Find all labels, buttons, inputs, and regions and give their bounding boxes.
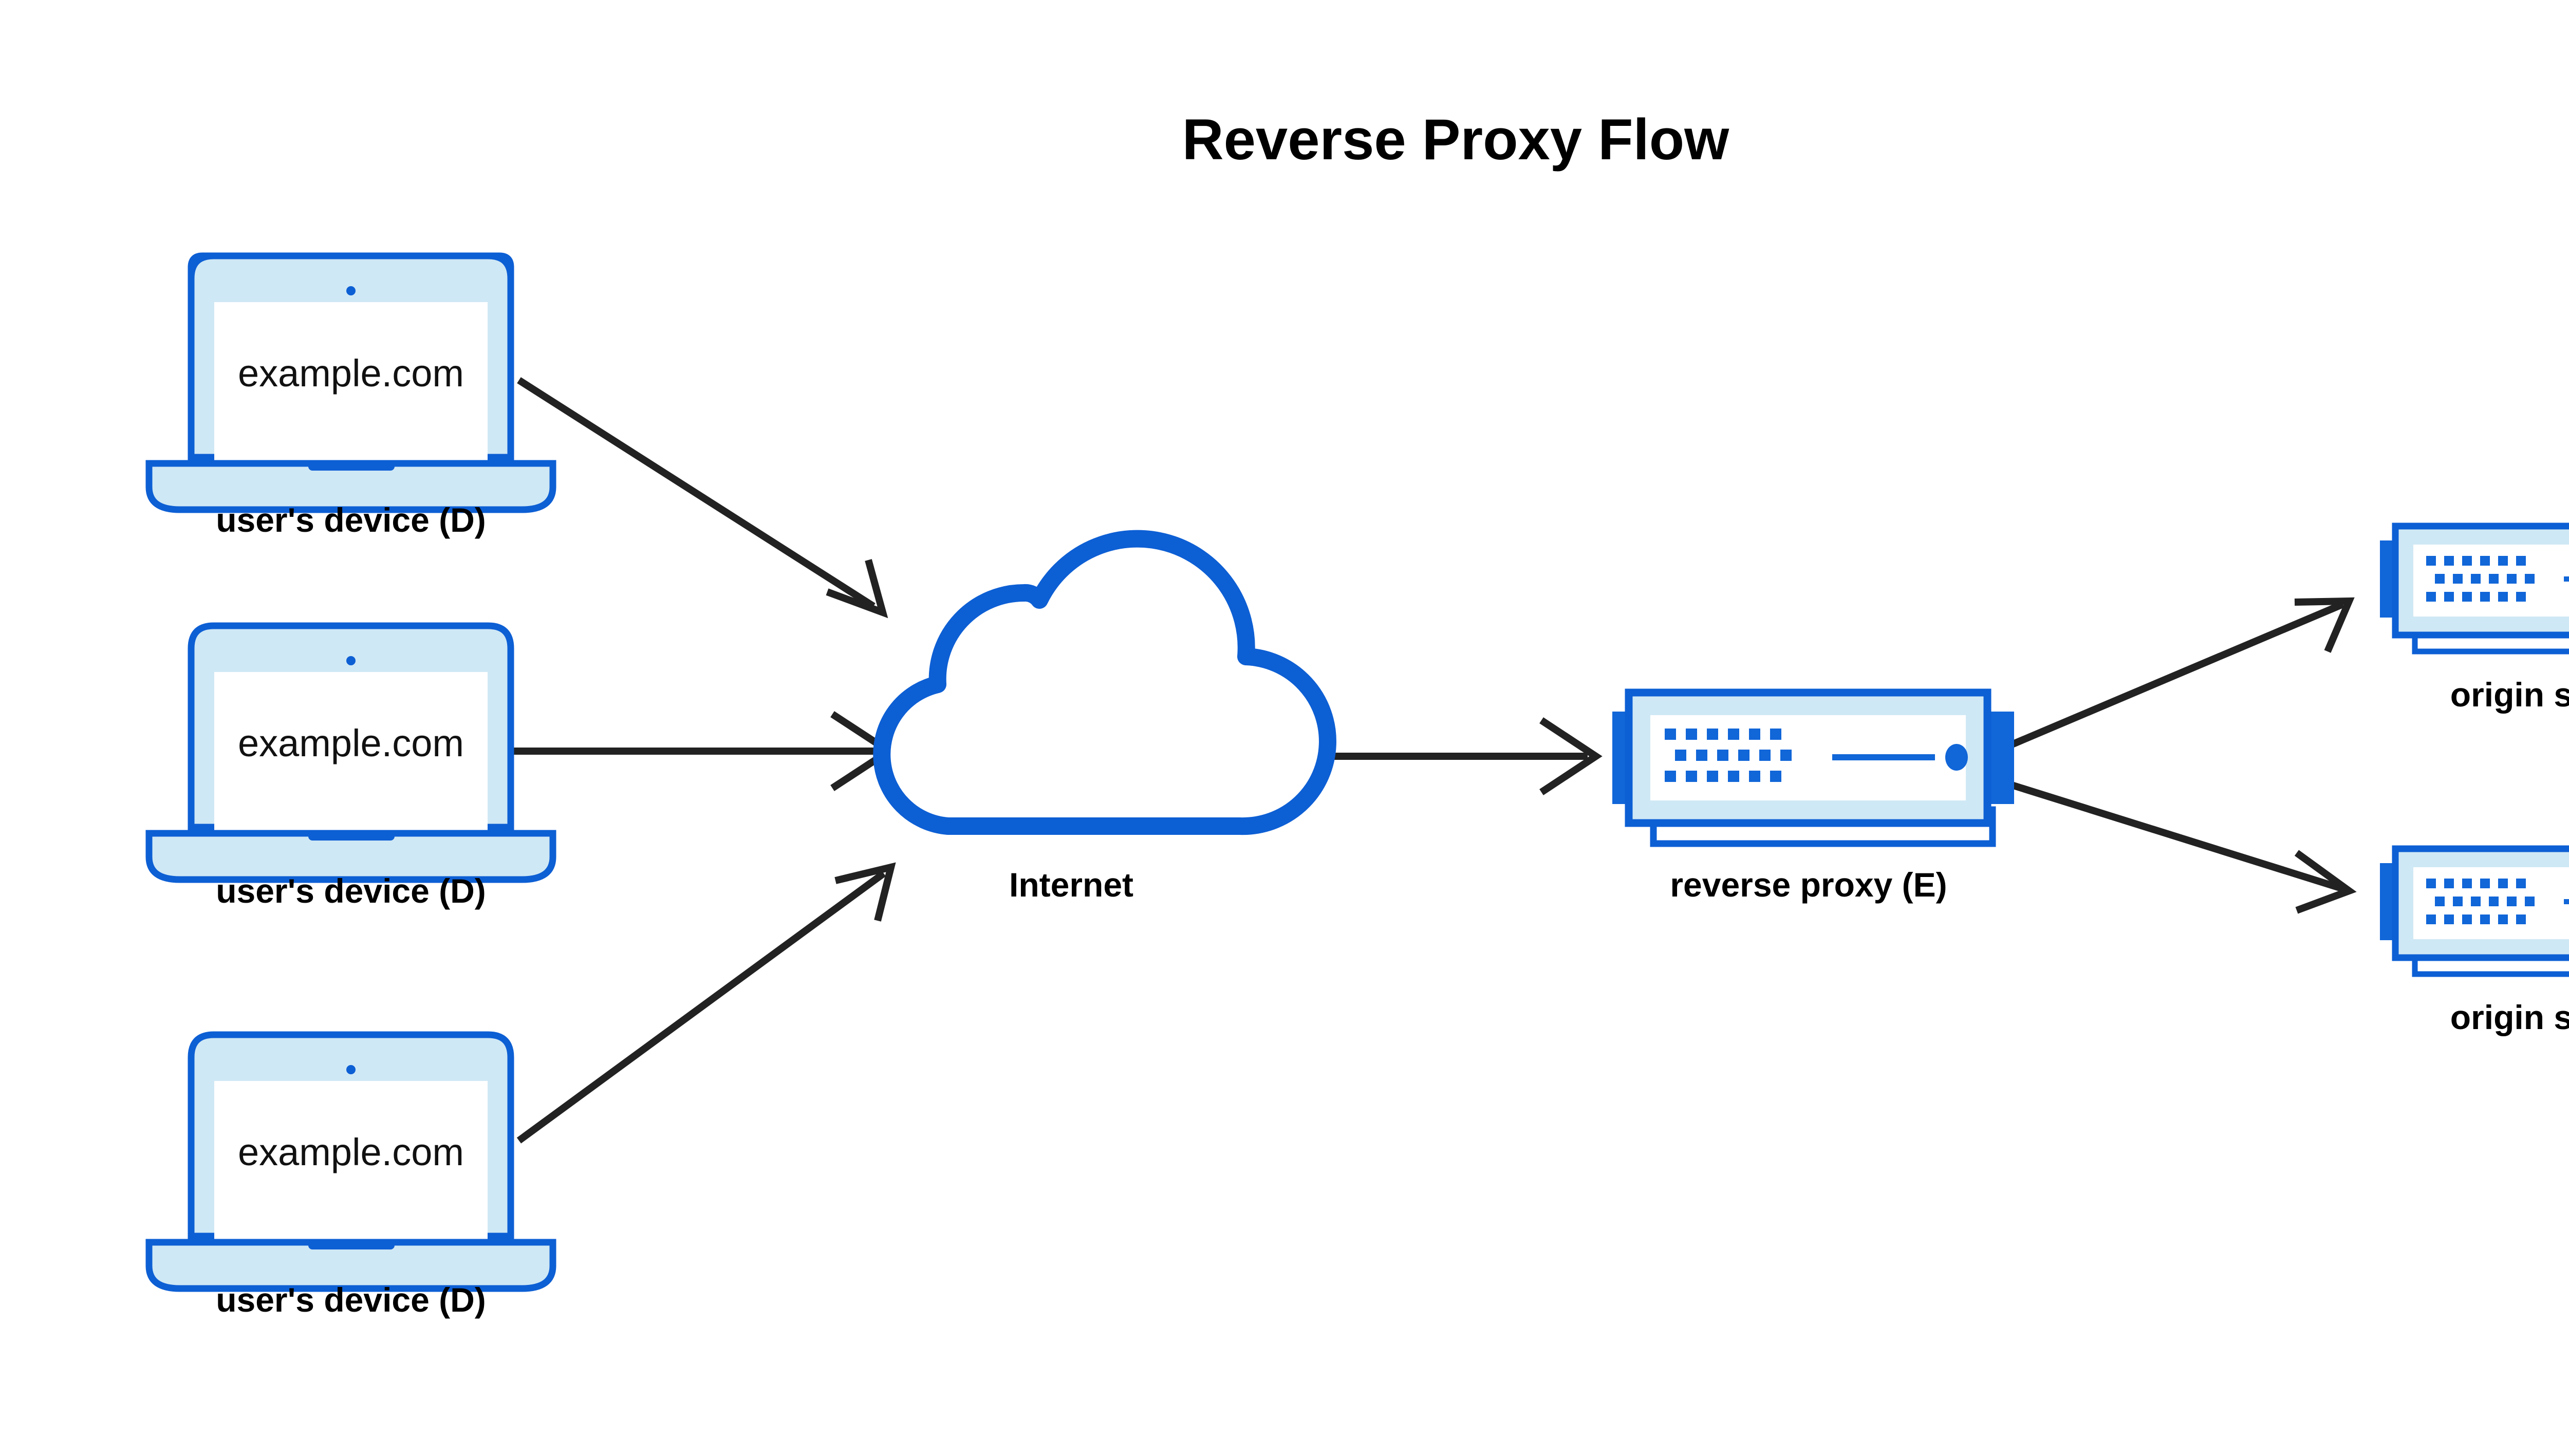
laptop-notch <box>308 1239 395 1249</box>
laptop-notch <box>308 830 395 841</box>
client-device-2[interactable]: example.com user's device (D) <box>145 622 556 910</box>
cloud-icon <box>873 530 1337 835</box>
arrow-client1-to-internet <box>517 377 888 619</box>
origin-server-1[interactable]: origin server (F) <box>2380 522 2569 714</box>
laptop-notch <box>308 460 395 471</box>
laptop-base <box>145 460 556 513</box>
laptop-screen <box>214 302 488 465</box>
arrow-client3-to-internet <box>516 862 896 1144</box>
client-device-label-3: user's device (D) <box>216 1281 486 1319</box>
laptop-screen <box>214 1081 488 1244</box>
arrow-client2-to-internet <box>514 711 896 791</box>
page-title: Reverse Proxy Flow <box>1182 107 1729 172</box>
origin-server-label-1: origin server (F) <box>2450 676 2569 714</box>
server-port-grid <box>2426 879 2535 924</box>
laptop-screen <box>214 672 488 835</box>
server-status-line <box>2564 576 2569 582</box>
client-screen-text: example.com <box>238 1131 464 1173</box>
laptop-base <box>145 830 556 883</box>
server-led-icon <box>1945 744 1968 771</box>
client-screen-text: example.com <box>238 722 464 764</box>
server-port-grid <box>1665 729 1792 782</box>
webcam-icon <box>346 286 356 295</box>
client-device-label-2: user's device (D) <box>216 872 486 910</box>
client-device-1[interactable]: example.com user's device (D) <box>145 252 556 539</box>
server-status-line <box>2564 899 2569 904</box>
webcam-icon <box>346 656 356 665</box>
client-device-3[interactable]: example.com user's device (D) <box>145 1031 556 1319</box>
reverse-proxy-label: reverse proxy (E) <box>1670 866 1947 904</box>
internet-cloud[interactable]: Internet <box>873 530 1337 904</box>
flow-arrows <box>514 377 2357 1144</box>
internet-label: Internet <box>1009 866 1133 904</box>
server-status-line <box>1832 754 1935 760</box>
reverse-proxy-server[interactable]: reverse proxy (E) <box>1612 688 2014 904</box>
arrow-proxy-to-origin1 <box>1997 597 2355 754</box>
laptop-base <box>145 1239 556 1292</box>
client-device-label-1: user's device (D) <box>216 501 486 539</box>
webcam-icon <box>346 1065 356 1074</box>
origin-server-2[interactable]: origin server (F) <box>2380 845 2569 1036</box>
arrow-proxy-to-origin2 <box>1997 777 2357 914</box>
origin-server-label-2: origin server (F) <box>2450 998 2569 1036</box>
server-port-grid <box>2426 556 2535 602</box>
client-screen-text: example.com <box>238 352 464 395</box>
